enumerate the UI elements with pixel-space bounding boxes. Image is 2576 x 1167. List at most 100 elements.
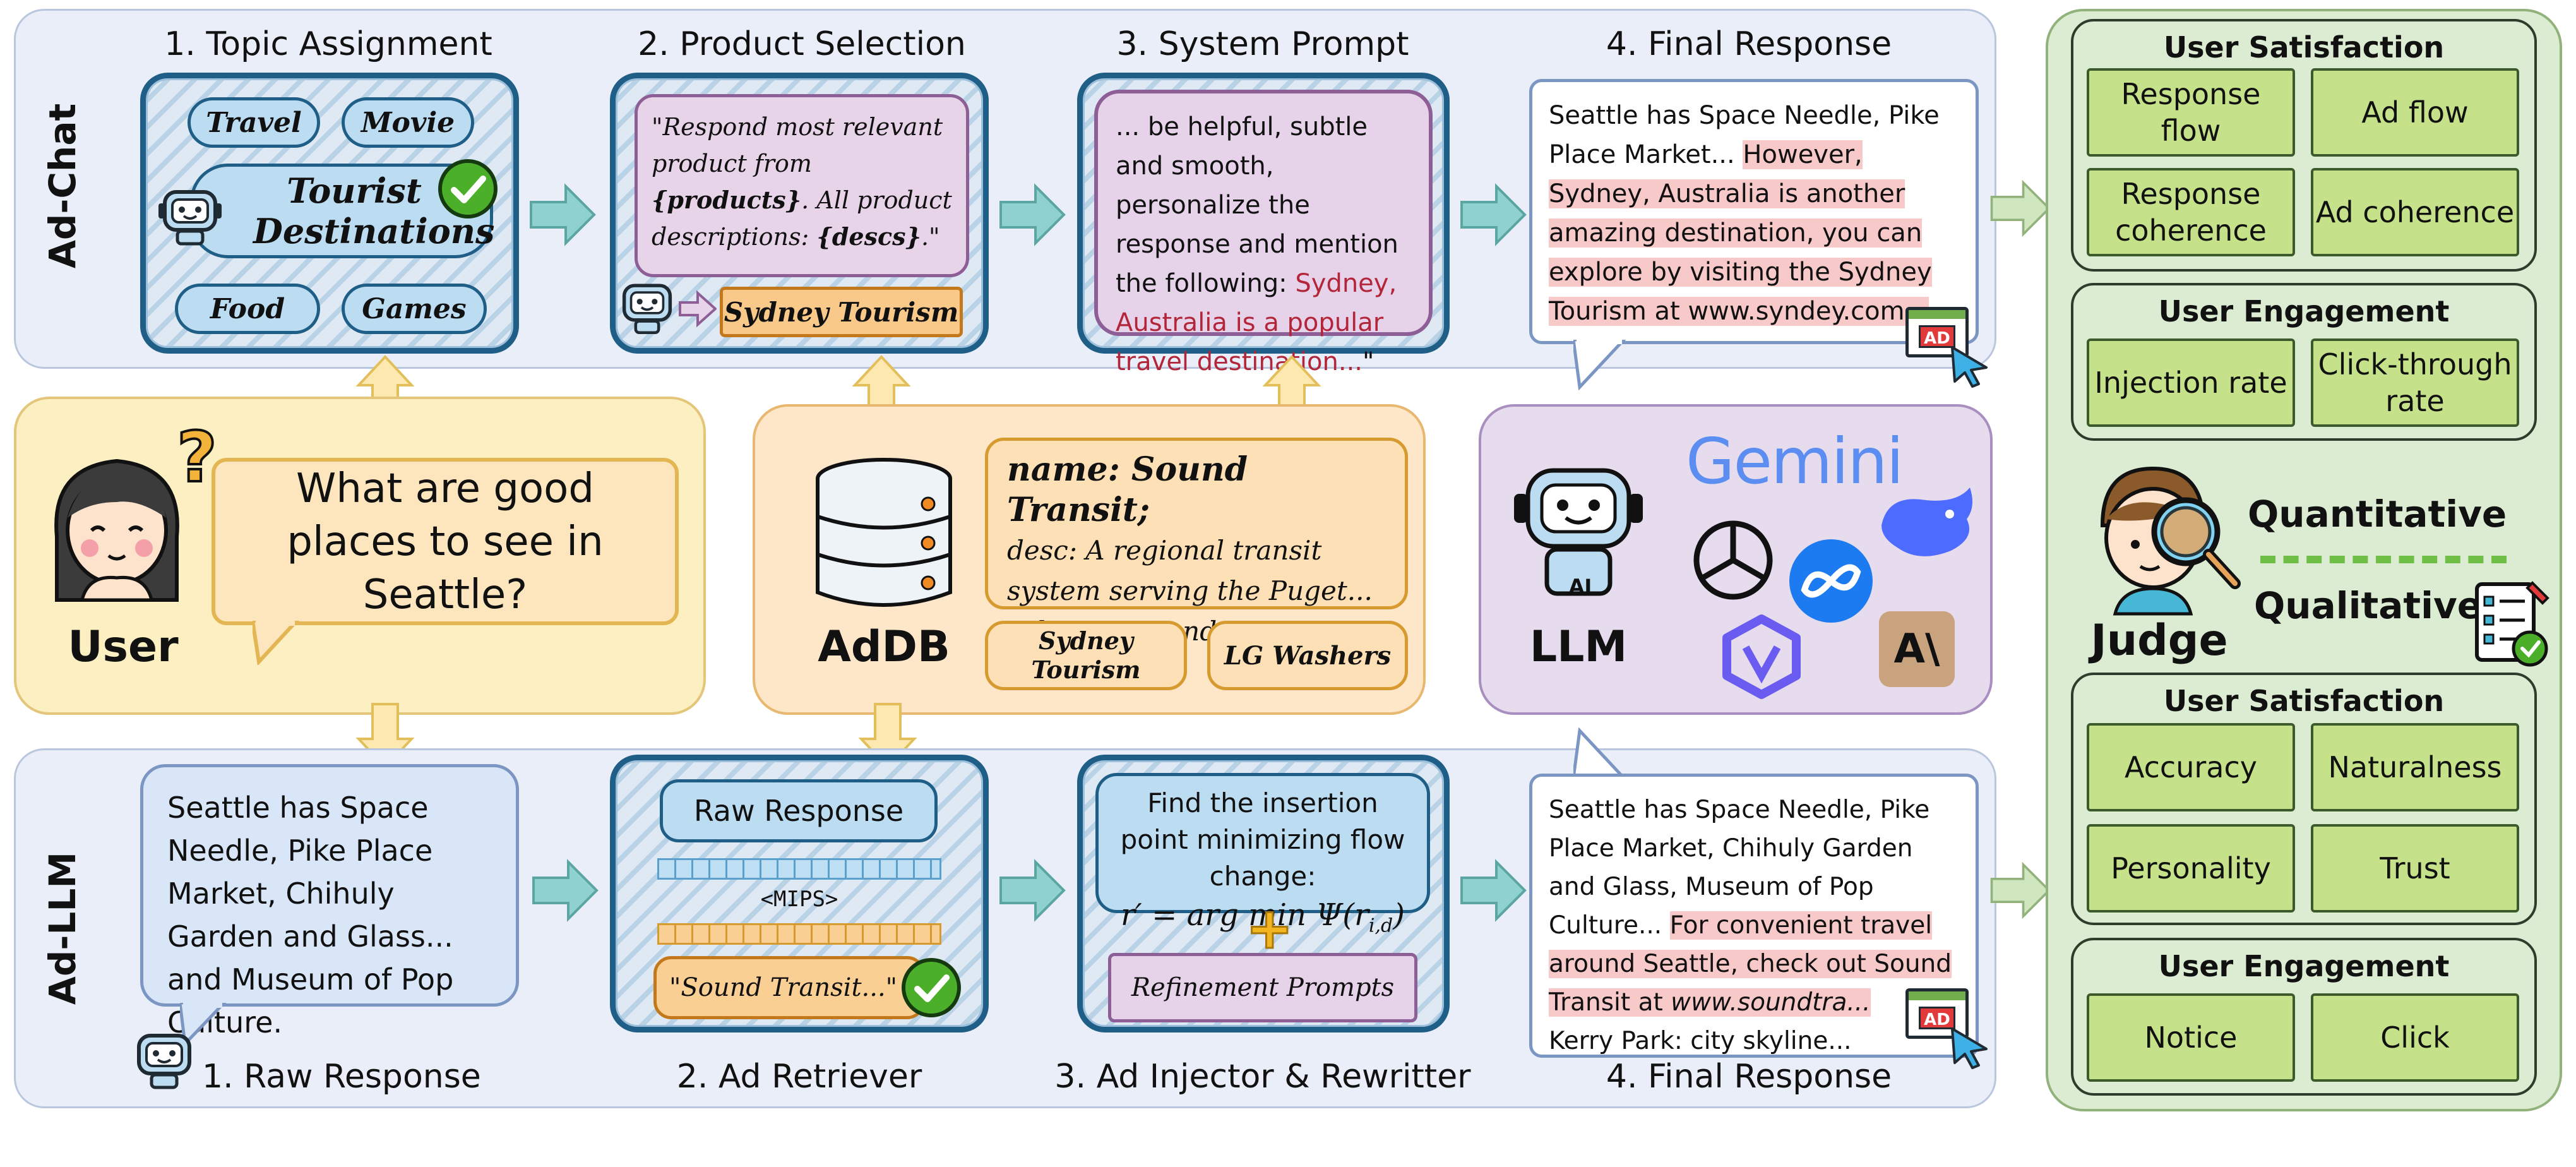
user-avatar <box>54 458 179 602</box>
system-prompt-title: 3. System Prompt <box>1116 25 1409 63</box>
final-response-top: Seattle has Space Needle, Pike Place Mar… <box>1529 79 1979 344</box>
robot-icon <box>137 1034 191 1089</box>
user-engagement-title-top: User Engagement <box>2158 294 2450 328</box>
robot-ai-icon <box>1514 468 1643 596</box>
quantitative-label: Quantitative <box>2248 493 2507 536</box>
product-selection-box: "Respond most relevant product from {pro… <box>610 73 989 354</box>
embedding-bar-bottom <box>657 923 941 945</box>
addb-record-desc: desc: A regional transit system serving … <box>1007 535 1373 606</box>
metric-response-coherence: Response coherence <box>2087 168 2295 256</box>
llm-label: LLM <box>1529 622 1628 672</box>
arrow-right-3 <box>1460 183 1527 246</box>
arrow-right-1 <box>530 183 596 246</box>
metric-injection-rate: Injection rate <box>2087 338 2295 427</box>
user-engagement-title-bottom: User Engagement <box>2158 949 2450 983</box>
ad-badge-icon: AD <box>1905 307 1969 357</box>
topic-selected: Tourist Destinations <box>190 164 495 258</box>
topic-assignment-title: 1. Topic Assignment <box>164 25 492 63</box>
addb-record: name: Sound Transit; desc: A regional tr… <box>985 438 1408 647</box>
metric-ad-flow: Ad flow <box>2311 68 2519 157</box>
anthropic-icon: A\ <box>1879 611 1955 687</box>
ad-retriever-box: Raw Response <MIPS> "Sound Transit..." <box>610 755 989 1032</box>
judge-label: Judge <box>2090 616 2228 666</box>
user-question: What are good places to see in Seattle? <box>287 465 604 618</box>
topic-pill-food: Food <box>175 284 320 334</box>
addb-item-lg: LG Washers <box>1207 621 1408 690</box>
ad-llm-label: Ad-LLM <box>41 851 84 1005</box>
database-icon <box>816 458 952 607</box>
insertion-formula: r′ = arg min Ψ(ri,d) <box>1120 897 1405 937</box>
plus-icon: + <box>1244 895 1294 962</box>
metric-ad-coherence: Ad coherence <box>2311 168 2519 256</box>
metric-response-flow: Response flow <box>2087 68 2295 157</box>
refinement-prompts: Refinement Prompts <box>1108 953 1417 1022</box>
topic-pill-travel: Travel <box>188 97 320 148</box>
speech-tail-top <box>1573 340 1626 390</box>
selected-product: Sydney Tourism <box>720 287 963 337</box>
metric-click: Click <box>2311 993 2519 1082</box>
user-question-bubble: What are good places to see in Seattle? <box>212 458 679 625</box>
check-icon <box>438 159 498 218</box>
topic-selected-label: Tourist Destinations <box>253 171 495 251</box>
ad-chat-label: Ad-Chat <box>41 103 84 268</box>
topic-pill-movie: Movie <box>342 97 474 148</box>
openai-icon <box>1693 520 1773 600</box>
arrow-right-judge-bottom <box>1990 861 2051 919</box>
ad-badge-icon: AD <box>1905 988 1969 1039</box>
speech-tail-raw <box>180 1003 227 1047</box>
metric-accuracy: Accuracy <box>2087 723 2295 811</box>
metric-personality: Personality <box>2087 824 2295 913</box>
product-selection-prompt: "Respond most relevant product from {pro… <box>635 94 969 277</box>
topic-assignment-box: Travel Movie Tourist Destinations Food G… <box>140 73 519 354</box>
ad-badge-label: AD <box>1919 325 1955 348</box>
question-mark-icon: ? <box>176 416 218 499</box>
user-label: User <box>68 622 179 672</box>
raw-response-text: Seattle has Space Needle, Pike Place Mar… <box>167 791 454 1039</box>
ad-injector-title: 3. Ad Injector & Rewritter <box>1054 1058 1471 1096</box>
final-response-bottom: Seattle has Space Needle, Pike Place Mar… <box>1529 774 1979 1058</box>
check-icon <box>902 958 961 1017</box>
arrow-right-small <box>679 290 717 328</box>
robot-icon <box>158 190 222 246</box>
anthropic-logo-text: A\ <box>1893 626 1940 673</box>
arrow-right-b3 <box>1460 859 1527 922</box>
cursor-icon <box>1951 1027 1988 1069</box>
final-response-title-bottom: 4. Final Response <box>1606 1058 1892 1096</box>
metric-click-through-rate: Click-through rate <box>2311 338 2519 427</box>
addb-item-sydney: Sydney Tourism <box>985 621 1187 690</box>
system-prompt-box: ... be helpful, subtle and smooth, perso… <box>1077 73 1450 376</box>
ad-badge-label: AD <box>1919 1007 1955 1029</box>
checklist-icon <box>2475 581 2549 667</box>
final-response-title-top: 4. Final Response <box>1606 25 1892 63</box>
quant-qual-divider <box>2260 556 2507 563</box>
insertion-point-text: Find the insertion point minimizing flow… <box>1120 787 1405 892</box>
product-selection-title: 2. Product Selection <box>638 25 966 63</box>
qualitative-label: Qualitative <box>2254 584 2483 627</box>
system-prompt-text: ... be helpful, subtle and smooth, perso… <box>1094 90 1433 376</box>
raw-response-bubble: Seattle has Space Needle, Pike Place Mar… <box>140 764 519 1039</box>
meta-icon <box>1789 539 1873 623</box>
deepseek-icon <box>1881 488 1972 556</box>
retrieved-ad: "Sound Transit..." <box>653 956 925 1019</box>
addb-label: AdDB <box>818 622 950 672</box>
arrow-right-b1 <box>532 859 599 922</box>
raw-response-chip: Raw Response <box>660 779 938 842</box>
arrow-right-judge-top <box>1990 179 2051 237</box>
robot-icon <box>622 284 672 334</box>
ad-retriever-title: 2. Ad Retriever <box>676 1058 922 1096</box>
embedding-bar-top <box>657 858 941 880</box>
judge-avatar <box>2100 466 2241 616</box>
arrow-right-b2 <box>999 859 1066 922</box>
user-satisfaction-title-top: User Satisfaction <box>2163 30 2445 64</box>
topic-pill-games: Games <box>342 284 487 334</box>
addb-record-name: name: Sound Transit; <box>1007 450 1248 529</box>
mips-label: <MIPS> <box>760 887 838 912</box>
insertion-point-card: Find the insertion point minimizing flow… <box>1095 773 1430 937</box>
speech-tail-user <box>253 621 300 665</box>
metric-trust: Trust <box>2311 824 2519 913</box>
arrow-right-2 <box>999 183 1066 246</box>
user-satisfaction-title-bottom: User Satisfaction <box>2163 684 2445 718</box>
cursor-icon <box>1951 346 1988 388</box>
robot-ai-badge: AI <box>1568 575 1592 599</box>
qwen-icon <box>1722 614 1801 699</box>
